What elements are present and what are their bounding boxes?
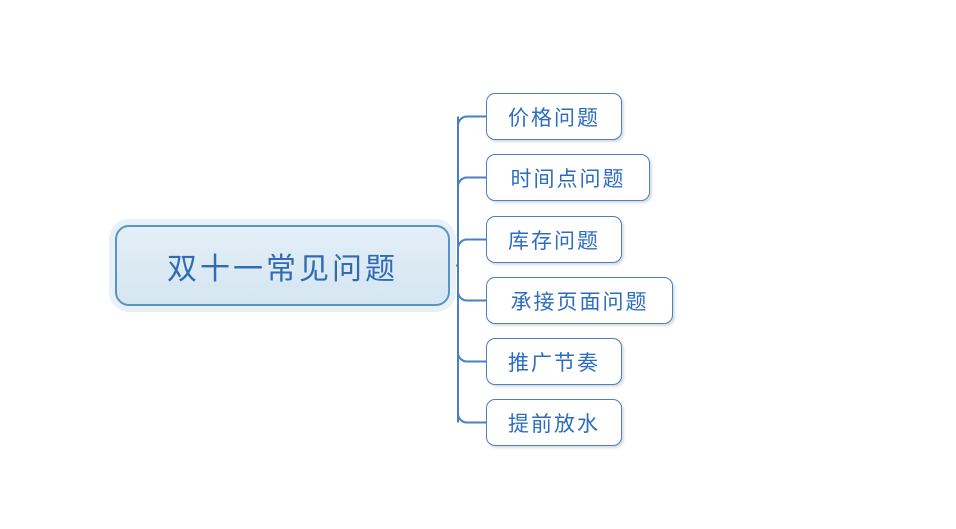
leaf-node-label: 库存问题 bbox=[508, 228, 600, 253]
connector-path bbox=[457, 115, 486, 126]
connector-path bbox=[457, 291, 486, 302]
leaf-node-label: 时间点问题 bbox=[510, 166, 626, 191]
leaf-node[interactable]: 推广节奏 bbox=[486, 338, 622, 385]
root-node[interactable]: 双十一常见问题 bbox=[115, 225, 450, 306]
connector-path bbox=[457, 352, 486, 363]
connector-path bbox=[457, 413, 486, 424]
leaf-node[interactable]: 时间点问题 bbox=[486, 154, 650, 201]
leaf-node-label: 推广节奏 bbox=[508, 350, 600, 375]
leaf-node-label: 价格问题 bbox=[508, 105, 600, 130]
leaf-node[interactable]: 提前放水 bbox=[486, 399, 622, 446]
leaf-node[interactable]: 承接页面问题 bbox=[486, 277, 673, 324]
leaf-node-label: 承接页面问题 bbox=[510, 289, 649, 314]
connector-path bbox=[457, 238, 486, 249]
leaf-node-label: 提前放水 bbox=[508, 411, 600, 436]
leaf-node[interactable]: 库存问题 bbox=[486, 216, 622, 263]
connector-path bbox=[457, 176, 486, 187]
root-node-label: 双十一常见问题 bbox=[167, 252, 398, 286]
leaf-node[interactable]: 价格问题 bbox=[486, 93, 622, 140]
